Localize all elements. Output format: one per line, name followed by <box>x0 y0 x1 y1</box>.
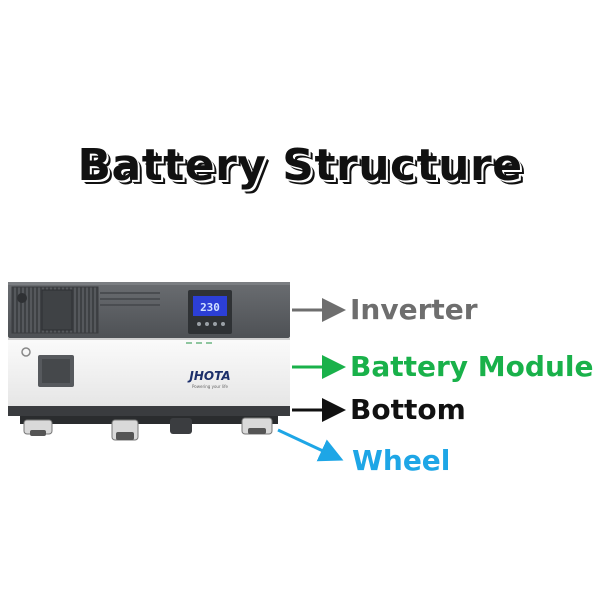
battery-module-label: Battery Module <box>350 350 594 383</box>
battery-module: JHOTA Powering your life <box>8 338 290 406</box>
wheel-arrow <box>277 428 344 462</box>
page-title: Battery Structure <box>77 140 523 191</box>
brand-tagline: Powering your life <box>192 384 228 389</box>
inverter-label: Inverter <box>350 293 478 326</box>
brand-logo: JHOTA <box>187 369 230 383</box>
bottom-base <box>8 406 290 424</box>
display-readout: 230 <box>200 301 220 314</box>
wheel <box>23 419 53 436</box>
wheel <box>241 417 273 435</box>
wheels <box>23 417 273 441</box>
wheel <box>170 418 192 434</box>
inverter-module: 230 <box>8 282 290 338</box>
display-panel: 230 <box>188 290 232 334</box>
bottom-label: Bottom <box>350 393 466 426</box>
wheel-label: Wheel <box>352 444 451 477</box>
wheel <box>111 419 139 441</box>
